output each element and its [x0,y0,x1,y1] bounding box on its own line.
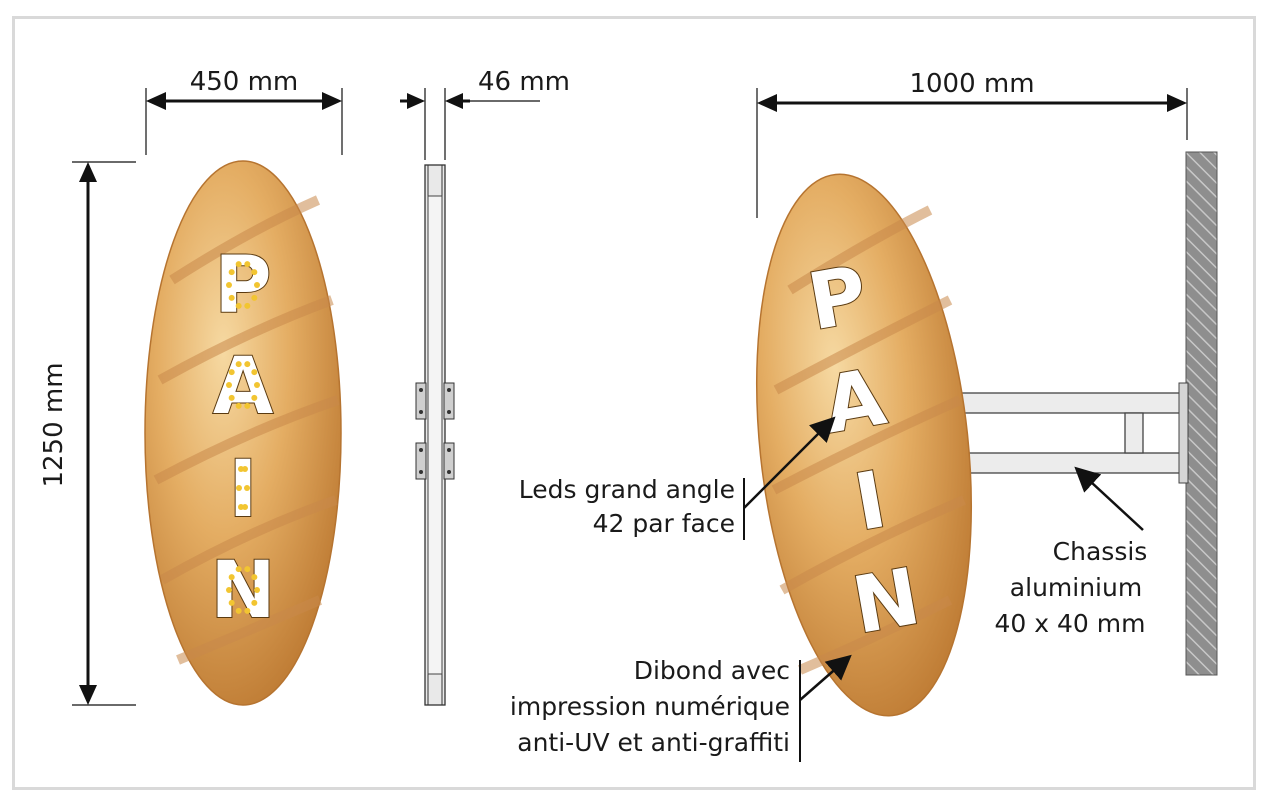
led-dot [244,566,251,573]
projection-label: 1000 mm [909,69,1034,99]
led-dot [226,587,232,593]
led-dot [244,607,251,614]
leds-line-2: 42 par face [593,509,735,538]
letter-p: P [214,241,271,331]
chassis-line-3: 40 x 40 mm [995,609,1146,638]
led-dot [251,369,258,376]
dimension-projection: 1000 mm [756,69,1188,218]
led-dot [228,269,235,276]
wall [1185,151,1218,676]
front-sign: P A I N [144,160,342,706]
led-dot [251,574,258,581]
letter-i: I [228,445,257,535]
perspective-sign: P A I N [755,173,973,717]
callout-leds: Leds grand angle 42 par face [519,416,836,540]
callout-chassis: Chassis aluminium 40 x 40 mm [995,466,1148,638]
letter-n: N [210,546,275,636]
led-dot [244,302,251,309]
led-dot [254,587,260,593]
thickness-label: 46 mm [478,67,570,97]
led-dot [236,485,242,491]
letter-a: A [213,342,273,432]
led-dot [251,294,258,301]
led-dot [251,269,258,276]
led-dot [226,282,232,288]
dimension-thickness: 46 mm [400,67,570,160]
led-dot [244,402,251,409]
callout-dibond: Dibond avec impression numérique anti-UV… [510,654,852,762]
led-dot [228,574,235,581]
led-dot [228,294,235,301]
width-label: 450 mm [190,67,299,97]
led-dot [254,282,260,288]
dimension-height: 1250 mm [39,161,136,706]
chassis-frame [929,382,1189,484]
led-dot [244,485,250,491]
side-bracket-top [415,382,455,420]
dimension-width: 450 mm [145,67,343,155]
led-dot [228,369,235,376]
led-dot [254,382,260,388]
leds-line-1: Leds grand angle [519,475,735,504]
led-dot [235,302,242,309]
chassis-line-1: Chassis [1053,537,1148,566]
height-label: 1250 mm [39,362,69,487]
dibond-line-1: Dibond avec [634,656,790,685]
led-dot [244,361,251,368]
led-dot [226,382,232,388]
dibond-line-2: impression numérique [510,692,790,721]
led-dot [251,394,258,401]
dibond-line-3: anti-UV et anti-graffiti [517,728,790,757]
side-view [415,164,455,706]
led-dot [235,607,242,614]
chassis-line-2: aluminium [1010,573,1142,602]
led-dot [244,261,251,268]
led-dot [235,566,242,573]
led-dot [235,361,242,368]
led-dot [242,465,248,472]
led-dot [228,394,235,401]
led-dot [238,504,244,511]
led-dot [251,599,258,606]
led-dot [235,402,242,409]
led-dot [235,261,242,268]
side-bracket-bottom [415,442,455,480]
led-dot [228,599,235,606]
